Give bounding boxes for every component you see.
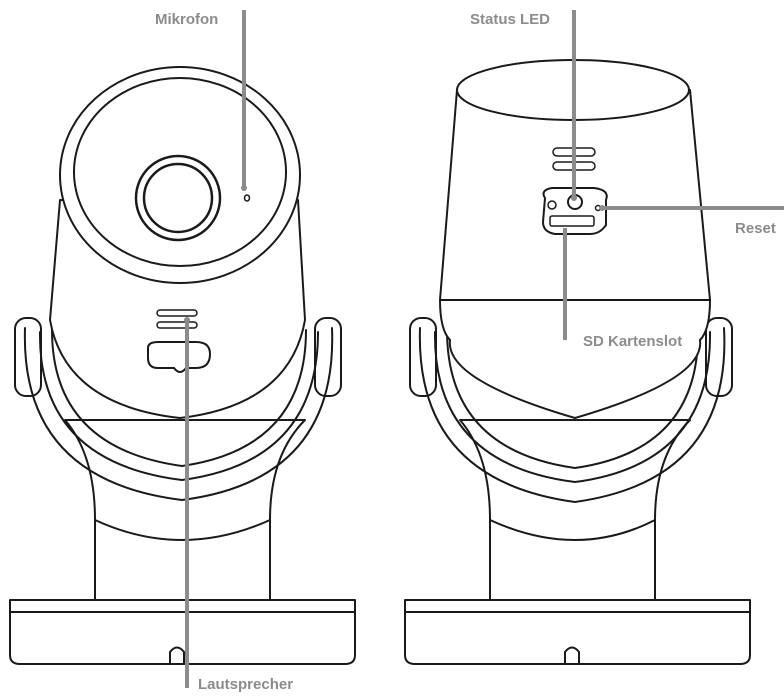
front-base-notch bbox=[169, 646, 185, 665]
back-right-knob bbox=[705, 317, 733, 397]
label-sd-kartenslot: SD Kartenslot bbox=[583, 333, 683, 350]
label-lautsprecher: Lautsprecher bbox=[198, 676, 294, 693]
front-left-knob bbox=[14, 317, 42, 397]
callout-dot-status-led bbox=[571, 195, 577, 201]
camera-back-view bbox=[404, 59, 751, 665]
front-lens-inner bbox=[142, 162, 214, 234]
callout-dot-mikrofon bbox=[241, 185, 247, 191]
back-stand-curve bbox=[489, 519, 656, 541]
back-sd-slot bbox=[549, 215, 595, 227]
front-speaker-slot-1 bbox=[156, 309, 198, 317]
front-yoke-outer bbox=[23, 327, 334, 501]
callout-dot-lautsprecher bbox=[184, 317, 190, 323]
front-speaker-slot-2 bbox=[156, 321, 198, 329]
front-mic-hole bbox=[243, 194, 251, 202]
back-yoke-edge bbox=[446, 329, 700, 469]
back-left-hole bbox=[547, 200, 557, 210]
front-stand-curve bbox=[94, 519, 271, 541]
back-base-notch bbox=[564, 646, 580, 665]
label-mikrofon: Mikrofon bbox=[155, 11, 219, 28]
back-body bbox=[439, 89, 711, 419]
camera-front-view bbox=[9, 66, 356, 665]
front-base-plate bbox=[9, 599, 356, 665]
front-yoke-inner bbox=[38, 331, 319, 481]
front-yoke-edge bbox=[51, 329, 307, 467]
back-left-knob bbox=[409, 317, 437, 397]
back-yoke-inner bbox=[433, 331, 712, 483]
back-base-plate bbox=[404, 599, 751, 665]
label-status-led: Status LED bbox=[470, 11, 551, 28]
back-stand-neck bbox=[459, 419, 691, 601]
back-yoke-outer bbox=[418, 327, 726, 503]
callout-dot-reset bbox=[599, 205, 605, 211]
front-right-knob bbox=[314, 317, 342, 397]
label-reset: Reset bbox=[735, 220, 776, 237]
front-sensor-window bbox=[147, 341, 211, 373]
